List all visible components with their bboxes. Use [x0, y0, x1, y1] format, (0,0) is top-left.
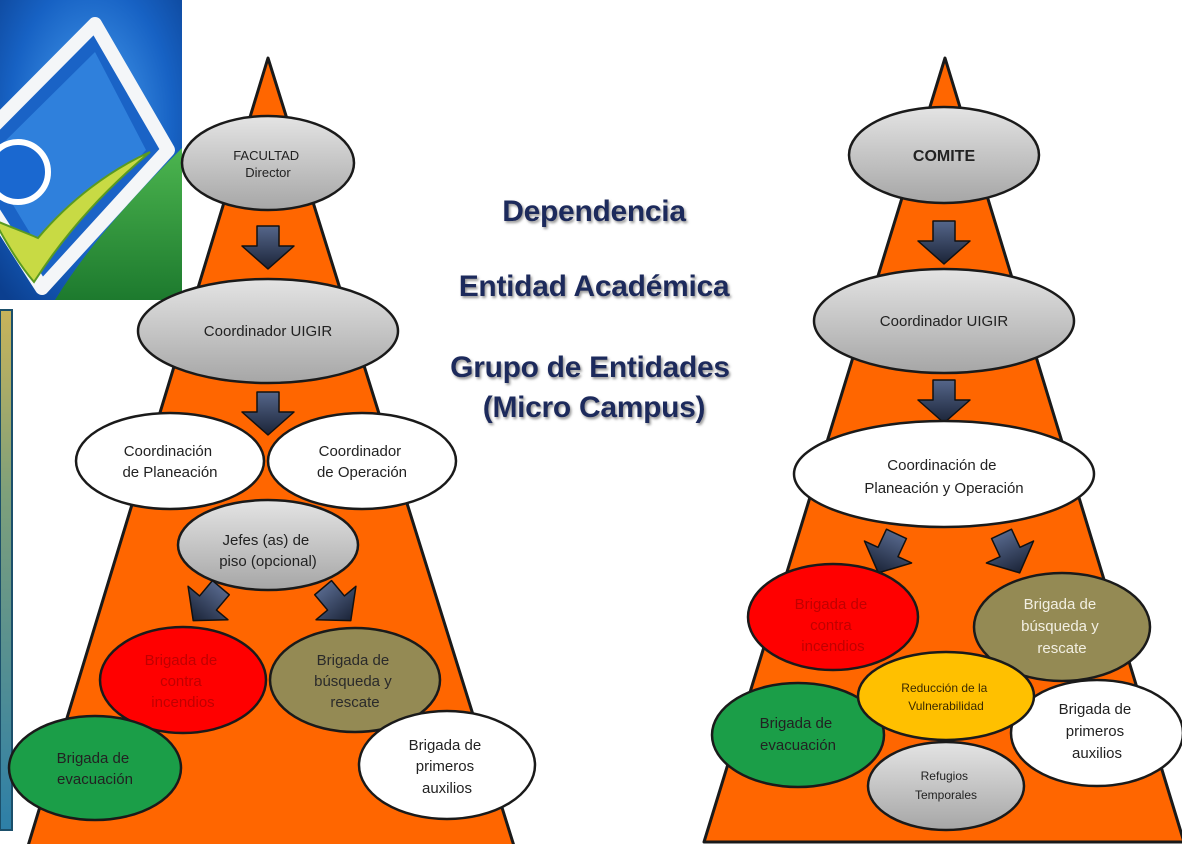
node-facultad-text: FACULTAD Director — [233, 148, 303, 180]
node-brigada-auxilios-text: Brigada de primeros auxilios — [409, 737, 486, 797]
node-brigada-evacuacion-right-line-1: Brigada de — [760, 715, 833, 732]
logo-check-body — [0, 151, 151, 284]
node-brigada-evacuacion — [7, 714, 183, 822]
node-brigada-busqueda-line-2: búsqueda y — [314, 673, 392, 690]
logo-diamond-inner — [0, 52, 146, 258]
node-brigada-incendios-right-line-1: Brigada de — [795, 596, 868, 613]
node-reduccion-vulnerabilidad-line-2: Vulnerabilidad — [908, 699, 984, 713]
node-coordinador-operacion-line-2: de Operación — [317, 464, 407, 481]
node-brigada-incendios — [98, 625, 268, 735]
node-brigada-auxilios-line-2: primeros — [416, 758, 474, 775]
node-jefes-piso-line-1: Jefes (as) de — [223, 532, 310, 549]
node-brigada-busqueda-right-text: Brigada de búsqueda y rescate — [1021, 596, 1103, 657]
node-jefes-piso-line-2: piso (opcional) — [219, 553, 317, 570]
node-brigada-evacuacion-right-text: Brigada de evacuación — [760, 715, 837, 754]
node-jefes-piso — [176, 498, 360, 592]
node-comite-text: COMITE — [913, 148, 976, 165]
node-brigada-incendios-right — [746, 562, 920, 672]
node-brigada-busqueda-right-line-3: rescate — [1037, 640, 1086, 657]
node-brigada-busqueda-right-line-2: búsqueda y — [1021, 618, 1099, 635]
node-brigada-auxilios-line-1: Brigada de — [409, 737, 482, 754]
logo-green-band — [55, 148, 182, 300]
node-brigada-incendios-text: Brigada de contra incendios — [145, 652, 222, 711]
title-dependencia: Dependencia — [502, 195, 686, 228]
node-coordinador-uigir — [136, 277, 400, 385]
node-refugios-temporales-text: Refugios Temporales — [915, 769, 977, 802]
left-pyramid: FACULTAD Director Coordinador UIGIR Coor… — [7, 56, 537, 844]
node-refugios-temporales-line-1: Refugios — [921, 769, 968, 783]
title-line-4: (Micro Campus) — [483, 391, 706, 424]
node-brigada-auxilios-right-line-2: primeros — [1066, 723, 1124, 740]
node-coordinacion-planeacion-operacion-line-1: Coordinación de — [887, 457, 996, 474]
title-line-2: Entidad Académica — [459, 270, 730, 303]
node-coordinador-uigir-right-text: Coordinador UIGIR — [880, 313, 1009, 330]
node-brigada-auxilios-line-3: auxilios — [422, 780, 472, 797]
node-coordinador-uigir-text: Coordinador UIGIR — [204, 323, 333, 340]
node-brigada-auxilios-right-line-3: auxilios — [1072, 745, 1122, 762]
right-pyramid: COMITE Coordinador UIGIR Coordinación de… — [702, 56, 1182, 844]
title-grupo-entidades: Grupo de Entidades (Micro Campus) — [450, 351, 738, 424]
node-coordinacion-planeacion-text: Coordinación de Planeación — [122, 443, 217, 481]
node-coordinacion-planeacion-operacion-text: Coordinación de Planeación y Operación — [864, 457, 1023, 497]
center-titles: Dependencia Entidad Académica Grupo de E… — [450, 195, 738, 424]
title-line-1: Dependencia — [502, 195, 686, 228]
node-facultad — [180, 114, 356, 212]
node-coordinacion-planeacion-operacion-line-2: Planeación y Operación — [864, 480, 1023, 497]
logo-person-head — [0, 139, 51, 205]
node-brigada-busqueda-right — [972, 571, 1152, 683]
node-reduccion-vulnerabilidad — [856, 650, 1036, 742]
node-coordinador-uigir-line-1: Coordinador UIGIR — [204, 323, 333, 340]
node-brigada-auxilios-right-line-1: Brigada de — [1059, 701, 1132, 718]
node-brigada-incendios-line-2: contra — [160, 673, 202, 690]
node-brigada-evacuacion-line-1: Brigada de — [57, 750, 130, 767]
node-coordinador-uigir-right — [812, 267, 1076, 375]
node-brigada-auxilios-right — [1009, 678, 1182, 788]
node-brigada-incendios-line-1: Brigada de — [145, 652, 218, 669]
node-brigada-busqueda-line-3: rescate — [330, 694, 379, 711]
node-brigada-busqueda-line-1: Brigada de — [317, 652, 390, 669]
node-brigada-evacuacion-right — [710, 681, 886, 789]
node-coordinador-operacion — [266, 411, 458, 511]
node-reduccion-vulnerabilidad-line-1: Reducción de la — [901, 681, 987, 695]
node-comite-line-1: COMITE — [913, 148, 976, 165]
node-coordinacion-planeacion-line-1: Coordinación — [124, 443, 212, 460]
node-brigada-busqueda-right-line-1: Brigada de — [1024, 596, 1097, 613]
side-panel-strip — [0, 309, 13, 831]
node-brigada-incendios-right-line-2: contra — [810, 617, 852, 634]
node-facultad-line-1: FACULTAD — [233, 148, 299, 163]
node-facultad-line-2: Director — [245, 165, 291, 180]
node-brigada-incendios-right-text: Brigada de contra incendios — [795, 596, 872, 655]
node-brigada-auxilios-right-text: Brigada de primeros auxilios — [1059, 701, 1136, 762]
node-jefes-piso-text: Jefes (as) de piso (opcional) — [219, 532, 317, 570]
node-brigada-evacuacion-line-2: evacuación — [57, 771, 133, 788]
node-comite — [847, 105, 1041, 205]
title-line-3: Grupo de Entidades — [450, 351, 730, 384]
node-coordinador-operacion-line-1: Coordinador — [319, 443, 402, 460]
node-coordinacion-planeacion — [74, 411, 266, 511]
node-brigada-busqueda — [268, 626, 442, 734]
institution-logo — [0, 0, 182, 300]
node-brigada-incendios-right-line-3: incendios — [801, 638, 864, 655]
node-refugios-temporales-line-2: Temporales — [915, 788, 977, 802]
node-coordinacion-planeacion-operacion — [792, 419, 1096, 529]
node-brigada-busqueda-text: Brigada de búsqueda y rescate — [314, 652, 396, 711]
node-brigada-evacuacion-right-line-2: evacuación — [760, 737, 836, 754]
node-refugios-temporales — [866, 740, 1026, 832]
node-brigada-incendios-line-3: incendios — [151, 694, 214, 711]
node-brigada-auxilios — [357, 709, 537, 821]
node-coordinador-uigir-right-line-1: Coordinador UIGIR — [880, 313, 1009, 330]
node-coordinador-operacion-text: Coordinador de Operación — [317, 443, 407, 481]
node-reduccion-vulnerabilidad-text: Reducción de la Vulnerabilidad — [901, 681, 990, 713]
title-entidad-academica: Entidad Académica — [459, 270, 730, 303]
node-coordinacion-planeacion-line-2: de Planeación — [122, 464, 217, 481]
node-brigada-evacuacion-text: Brigada de evacuación — [57, 750, 134, 788]
